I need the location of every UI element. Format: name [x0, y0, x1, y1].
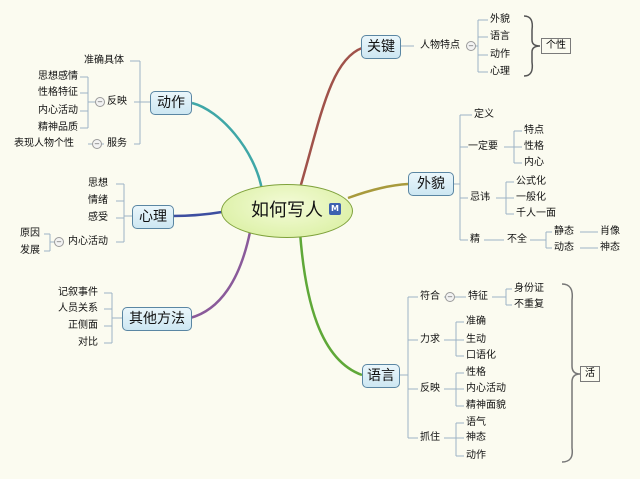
node-fuhe-item[interactable]: 身份证 — [514, 283, 544, 294]
topic-qitafangfa[interactable]: 其他方法 — [122, 307, 192, 331]
node-jing[interactable]: 精 — [470, 234, 480, 245]
node-liqiu[interactable]: 力求 — [420, 334, 440, 345]
node-guanjian-item[interactable]: 语言 — [490, 31, 510, 42]
collapse-icon[interactable]: − — [92, 139, 102, 149]
node-yuyan-fanying-item[interactable]: 性格 — [466, 367, 486, 378]
node-xinli-item[interactable]: 感受 — [88, 212, 108, 223]
collapse-icon[interactable]: − — [445, 292, 455, 302]
branch-line-xinli — [171, 210, 223, 218]
node-yuyan-fanying-item[interactable]: 精神面貌 — [466, 400, 506, 411]
branch-line-dongzuo — [191, 101, 264, 191]
node-zhuazhu[interactable]: 抓住 — [420, 432, 440, 443]
node-xinli-item[interactable]: 思想 — [88, 178, 108, 189]
node-yidingyao-item[interactable]: 性格 — [524, 141, 544, 152]
node-jihui-item[interactable]: 一般化 — [516, 192, 546, 203]
topic-xinli[interactable]: 心理 — [132, 205, 174, 229]
node-jihui[interactable]: 忌讳 — [470, 192, 490, 203]
topic-yuyan[interactable]: 语言 — [362, 364, 400, 388]
topic-waimao[interactable]: 外貌 — [408, 172, 454, 196]
node-jingtai[interactable]: 静态 — [554, 226, 574, 237]
node-dongzuo-fanying-item[interactable]: 性格特征 — [38, 87, 78, 98]
topic-renwutedian[interactable]: 人物特点 — [420, 40, 460, 51]
node-guanjian-item[interactable]: 动作 — [490, 49, 510, 60]
node-qita-item[interactable]: 人员关系 — [58, 303, 98, 314]
node-yuyan-fanying-item[interactable]: 内心活动 — [466, 383, 506, 394]
node-xinli-item[interactable]: 情绪 — [88, 195, 108, 206]
collapse-icon[interactable]: − — [54, 237, 64, 247]
central-topic-label: 如何写人 — [251, 200, 323, 221]
summary-brace-guanjian — [523, 15, 541, 77]
node-yuyan-fanying[interactable]: 反映 — [420, 383, 440, 394]
node-zhuazhu-item[interactable]: 语气 — [466, 417, 486, 428]
node-dongzuo-fanying-item[interactable]: 精神品质 — [38, 122, 78, 133]
node-guanjian-item[interactable]: 外貌 — [490, 14, 510, 25]
node-dongzuo-fanying-item[interactable]: 思想感情 — [38, 71, 78, 82]
node-liqiu-item[interactable]: 生动 — [466, 334, 486, 345]
node-yidingyao-item[interactable]: 内心 — [524, 157, 544, 168]
node-dingyi[interactable]: 定义 — [474, 109, 494, 120]
topic-dongzuo[interactable]: 动作 — [150, 91, 192, 115]
node-zhuazhu-item[interactable]: 动作 — [466, 450, 486, 461]
branch-line-qita — [189, 231, 252, 320]
node-zhuazhu-item[interactable]: 神态 — [466, 432, 486, 443]
node-zhunquejuti[interactable]: 准确具体 — [84, 55, 124, 66]
node-qita-item[interactable]: 正侧面 — [68, 320, 98, 331]
branch-line-guanjian — [298, 46, 363, 189]
node-fuwu[interactable]: 服务 — [107, 138, 127, 149]
node-yidingyao-item[interactable]: 特点 — [524, 125, 544, 136]
summary-gexing[interactable]: 个性 — [541, 38, 571, 54]
node-tezheng[interactable]: 特征 — [468, 291, 488, 302]
collapse-icon[interactable]: − — [466, 41, 476, 51]
node-xiaoxiang[interactable]: 肖像 — [600, 226, 620, 237]
node-yidingyao[interactable]: 一定要 — [468, 141, 498, 152]
node-dongzuo-fanying-item[interactable]: 内心活动 — [38, 105, 78, 116]
branch-line-waimao — [347, 182, 409, 200]
node-dongzuo-fanying[interactable]: 反映 — [107, 96, 127, 107]
node-fuhe[interactable]: 符合 — [420, 291, 440, 302]
collapse-icon[interactable]: − — [95, 97, 105, 107]
summary-brace-yuyan — [561, 283, 581, 463]
summary-huo[interactable]: 活 — [580, 366, 600, 382]
branch-line-yuyan — [298, 231, 363, 377]
map-badge-icon: M — [329, 203, 341, 215]
node-qita-item[interactable]: 对比 — [78, 337, 98, 348]
node-shentai[interactable]: 神态 — [600, 242, 620, 253]
node-fuhe-item[interactable]: 不重复 — [514, 299, 544, 310]
node-liqiu-item[interactable]: 口语化 — [466, 350, 496, 361]
node-guanjian-item[interactable]: 心理 — [490, 66, 510, 77]
node-buquan[interactable]: 不全 — [507, 234, 527, 245]
node-jihui-item[interactable]: 公式化 — [516, 176, 546, 187]
node-qita-item[interactable]: 记叙事件 — [58, 287, 98, 298]
node-dongtai[interactable]: 动态 — [554, 242, 574, 253]
topic-guanjian[interactable]: 关键 — [361, 35, 401, 59]
node-biaoxianrenwugexing[interactable]: 表现人物个性 — [14, 138, 74, 149]
node-jihui-item[interactable]: 千人一面 — [516, 208, 556, 219]
node-neixin-item[interactable]: 发展 — [20, 245, 40, 256]
node-neixin-item[interactable]: 原因 — [20, 228, 40, 239]
node-liqiu-item[interactable]: 准确 — [466, 316, 486, 327]
node-neixinhuodong[interactable]: 内心活动 — [68, 236, 108, 247]
